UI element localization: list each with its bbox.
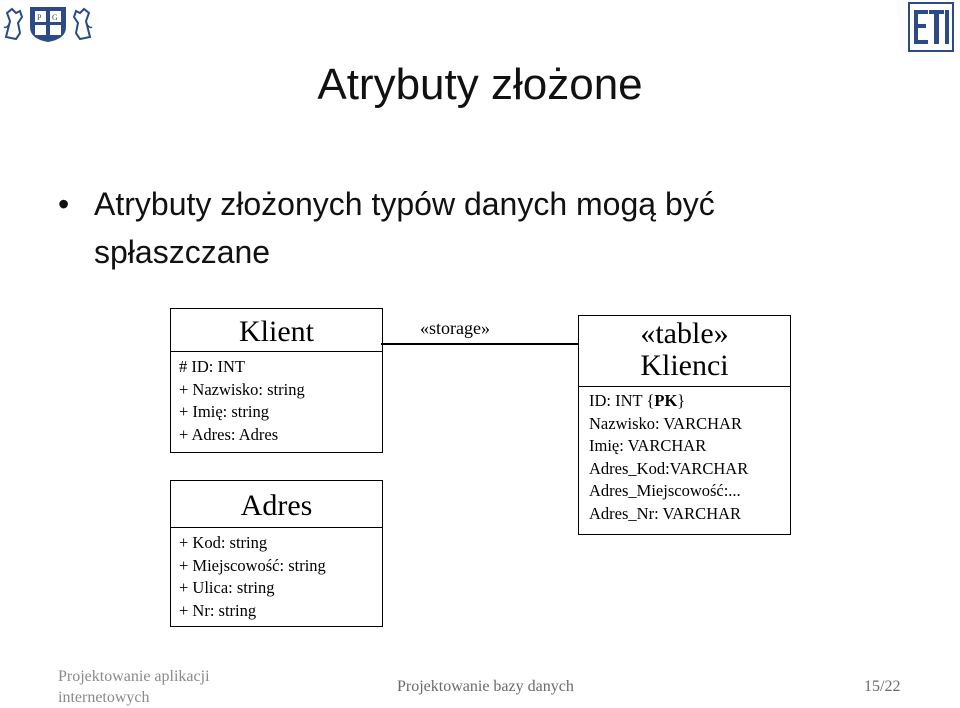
footer-course: Projektowanie aplikacji internetowych <box>58 666 210 708</box>
attribute: + Nr: string <box>179 600 257 620</box>
class-klient-name: Klient <box>171 309 382 352</box>
attribute: + Ulica: string <box>179 578 275 597</box>
column: Imię: VARCHAR <box>589 436 707 455</box>
attribute: + Imię: string <box>179 402 269 421</box>
column: Adres_Kod:VARCHAR <box>589 458 749 478</box>
table-klienci-name: Klienci <box>640 349 729 382</box>
footer-topic: Projektowanie bazy danych <box>397 678 574 695</box>
attribute: # ID: INT <box>179 357 245 376</box>
svg-text:P: P <box>37 13 42 22</box>
column: Adres_Nr: VARCHAR <box>589 503 742 523</box>
column-id-pk: ID: INT {PK} <box>589 391 686 410</box>
class-klient-attributes: # ID: INT + Nazwisko: string + Imię: str… <box>171 352 382 446</box>
pk-marker: PK <box>654 391 678 410</box>
table-klienci-columns: ID: INT {PK} Nazwisko: VARCHAR Imię: VAR… <box>579 387 790 525</box>
attribute: + Nazwisko: string <box>179 379 305 399</box>
footer-course-line2: internetowych <box>58 689 150 706</box>
bullet-text: Atrybuty złożonych typów danych mogą być… <box>94 186 715 270</box>
slide-title: Atrybuty złożone <box>317 60 643 109</box>
attribute: + Miejscowość: string <box>179 555 326 575</box>
university-crest-icon: P G <box>3 7 93 42</box>
attribute: + Kod: string <box>179 533 268 552</box>
svg-text:G: G <box>52 13 58 22</box>
column: Adres_Miejscowość:... <box>589 481 741 500</box>
class-adres-name: Adres <box>171 481 382 528</box>
class-adres: Adres + Kod: string + Miejscowość: strin… <box>170 480 383 627</box>
table-klienci: «table» Klienci ID: INT {PK} Nazwisko: V… <box>578 315 791 535</box>
table-stereotype: «table» <box>640 317 729 350</box>
class-klient: Klient # ID: INT + Nazwisko: string + Im… <box>170 308 383 453</box>
page-number: 15/22 <box>864 678 901 695</box>
attribute: + Adres: Adres <box>179 424 279 444</box>
footer-course-line1: Projektowanie aplikacji <box>58 668 210 685</box>
storage-connector-label: «storage» <box>420 318 490 338</box>
column: Nazwisko: VARCHAR <box>589 413 742 433</box>
table-klienci-header: «table» Klienci <box>579 316 790 387</box>
eti-logo-icon <box>908 2 954 52</box>
bullet-dot-icon: • <box>58 186 70 222</box>
storage-connector-line <box>381 343 578 345</box>
class-adres-attributes: + Kod: string + Miejscowość: string + Ul… <box>171 528 382 622</box>
